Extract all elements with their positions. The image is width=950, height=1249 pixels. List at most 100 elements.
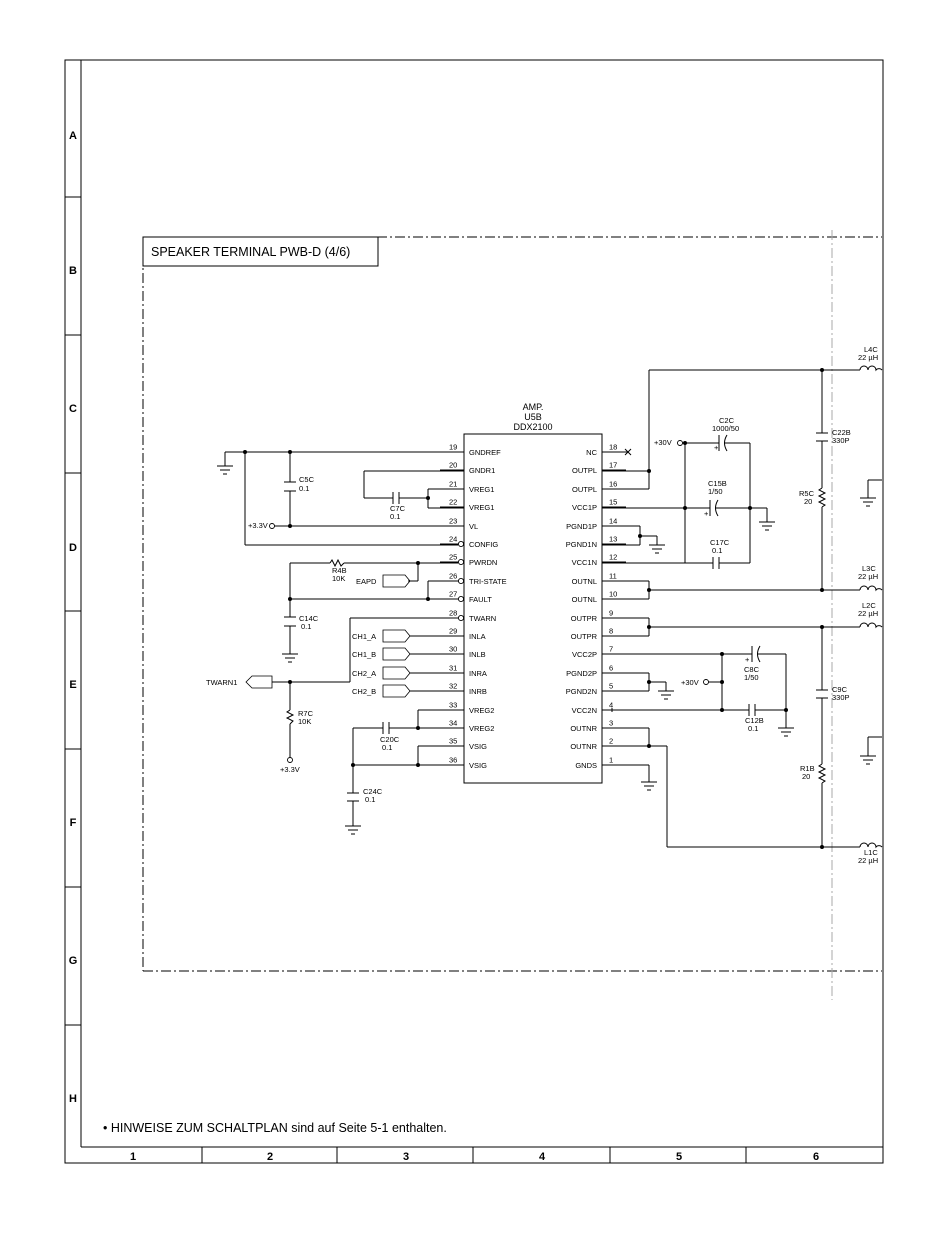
pin-name: INLA [469,632,486,641]
ground-symbol [759,521,775,531]
c7c-symbol [392,492,400,504]
ic-u5b: AMP. U5B DDX2100 [463,402,603,784]
c22b-value: 330P [832,436,850,445]
c17c-ref: C17C [710,538,730,547]
footnote: • HINWEISE ZUM SCHALTPLAN sind auf Seite… [103,1121,447,1135]
pin-name: OUTPL [572,485,597,494]
plus-sign: + [704,509,709,518]
power-terminal-3v3 [269,523,275,529]
pin-name: PGND2N [566,687,597,696]
pin-name: VCC2P [572,650,597,659]
r1b-ref: R1B [800,764,815,773]
pin-name: TWARN [469,614,496,623]
ground-symbol [860,497,876,507]
pin-name: VSIG [469,761,487,770]
pin-name: PGND1P [566,522,597,531]
eapd-label: EAPD [356,577,377,586]
pin-number: 11 [609,572,617,581]
pin-name: VL [469,522,478,531]
c20c-value: 0.1 [382,743,392,752]
ch1a-connector [382,629,411,643]
c12b-ref: C12B [745,716,764,725]
col-label: 5 [676,1151,682,1163]
c24c-symbol [347,792,359,802]
column-labels: 1 2 3 4 5 6 [130,1151,819,1163]
pin-name: INRB [469,687,487,696]
v33-label: +3.3V [248,521,268,530]
plus-sign: + [745,655,750,664]
pin-name: PGND2P [566,669,597,678]
col-label: 2 [267,1151,273,1163]
pin-name: GNDR1 [469,466,495,475]
pin-name: OUTNL [572,577,597,586]
row-label: F [70,817,77,829]
row-labels: A B C D E F G H [69,130,78,1105]
pin-name: PGND1N [566,540,597,549]
c24c-value: 0.1 [365,795,375,804]
ch1b-label: CH1_B [352,650,376,659]
pin-name: VREG1 [469,485,494,494]
pin-name: VREG1 [469,503,494,512]
col-label: 4 [539,1151,546,1163]
ch2b-label: CH2_B [352,687,376,696]
c8c-ref: C8C [744,665,760,674]
ground-symbol [282,653,298,663]
pin-name: OUTNR [570,724,597,733]
pin-inverter-bubble [457,614,465,622]
l4c-symbol [859,365,883,372]
pin-name: OUTPL [572,466,597,475]
page-title: SPEAKER TERMINAL PWB-D (4/6) [151,245,350,259]
c14c-symbol [284,616,296,627]
pin-number: 27 [449,590,457,599]
pin-number: 4 [609,701,613,710]
pin-number: 25 [449,553,457,562]
c20c-ref: C20C [380,735,400,744]
pin-number: 21 [449,480,457,489]
pin-name: INLB [469,650,486,659]
eapd-connector [382,574,411,588]
pin-name: OUTPR [571,614,598,623]
pin-number: 8 [609,627,613,636]
ch2a-label: CH2_A [352,669,376,678]
pin-number: 22 [449,498,457,507]
pin-number: 36 [449,756,457,765]
pin-number: 17 [609,461,617,470]
pin-number: 14 [609,517,617,526]
ground-symbol [649,544,665,554]
pin-name: PWRDN [469,558,497,567]
ch2a-connector [382,666,411,680]
c9c-symbol [816,689,828,699]
pin-name: OUTPR [571,632,598,641]
l2c-symbol [859,622,883,629]
ch1a-label: CH1_A [352,632,376,641]
pin-number: 29 [449,627,457,636]
pin-number: 13 [609,535,617,544]
pin-number: 33 [449,701,457,710]
ic-label-ref: U5B [524,412,542,422]
row-label: C [69,403,77,415]
pin-name: GNDREF [469,448,501,457]
pin-inverter-bubble [457,540,465,548]
r4b-symbol [329,558,345,568]
pin-number: 1 [609,756,613,765]
pin-inverter-bubble [457,558,465,566]
pin-number: 3 [609,719,613,728]
power-terminal-30v [677,440,683,446]
c17c-value: 0.1 [712,546,722,555]
pin-number: 24 [449,535,457,544]
r1b-value: 20 [802,772,810,781]
c2c-value: 1000/50 [712,424,739,433]
c2c-ref: C2C [719,416,735,425]
pin-name: CONFIG [469,540,498,549]
pin-name: NC [586,448,597,457]
c5c-ref: C5C [299,475,315,484]
c20c-symbol [382,722,390,734]
r7c-value: 10K [298,717,311,726]
row-label: A [69,130,77,142]
ic-label-type: AMP. [523,402,544,412]
pin-inverter-bubble [457,577,465,585]
c14c-ref: C14C [299,614,319,623]
r4b-ref: R4B [332,566,347,575]
